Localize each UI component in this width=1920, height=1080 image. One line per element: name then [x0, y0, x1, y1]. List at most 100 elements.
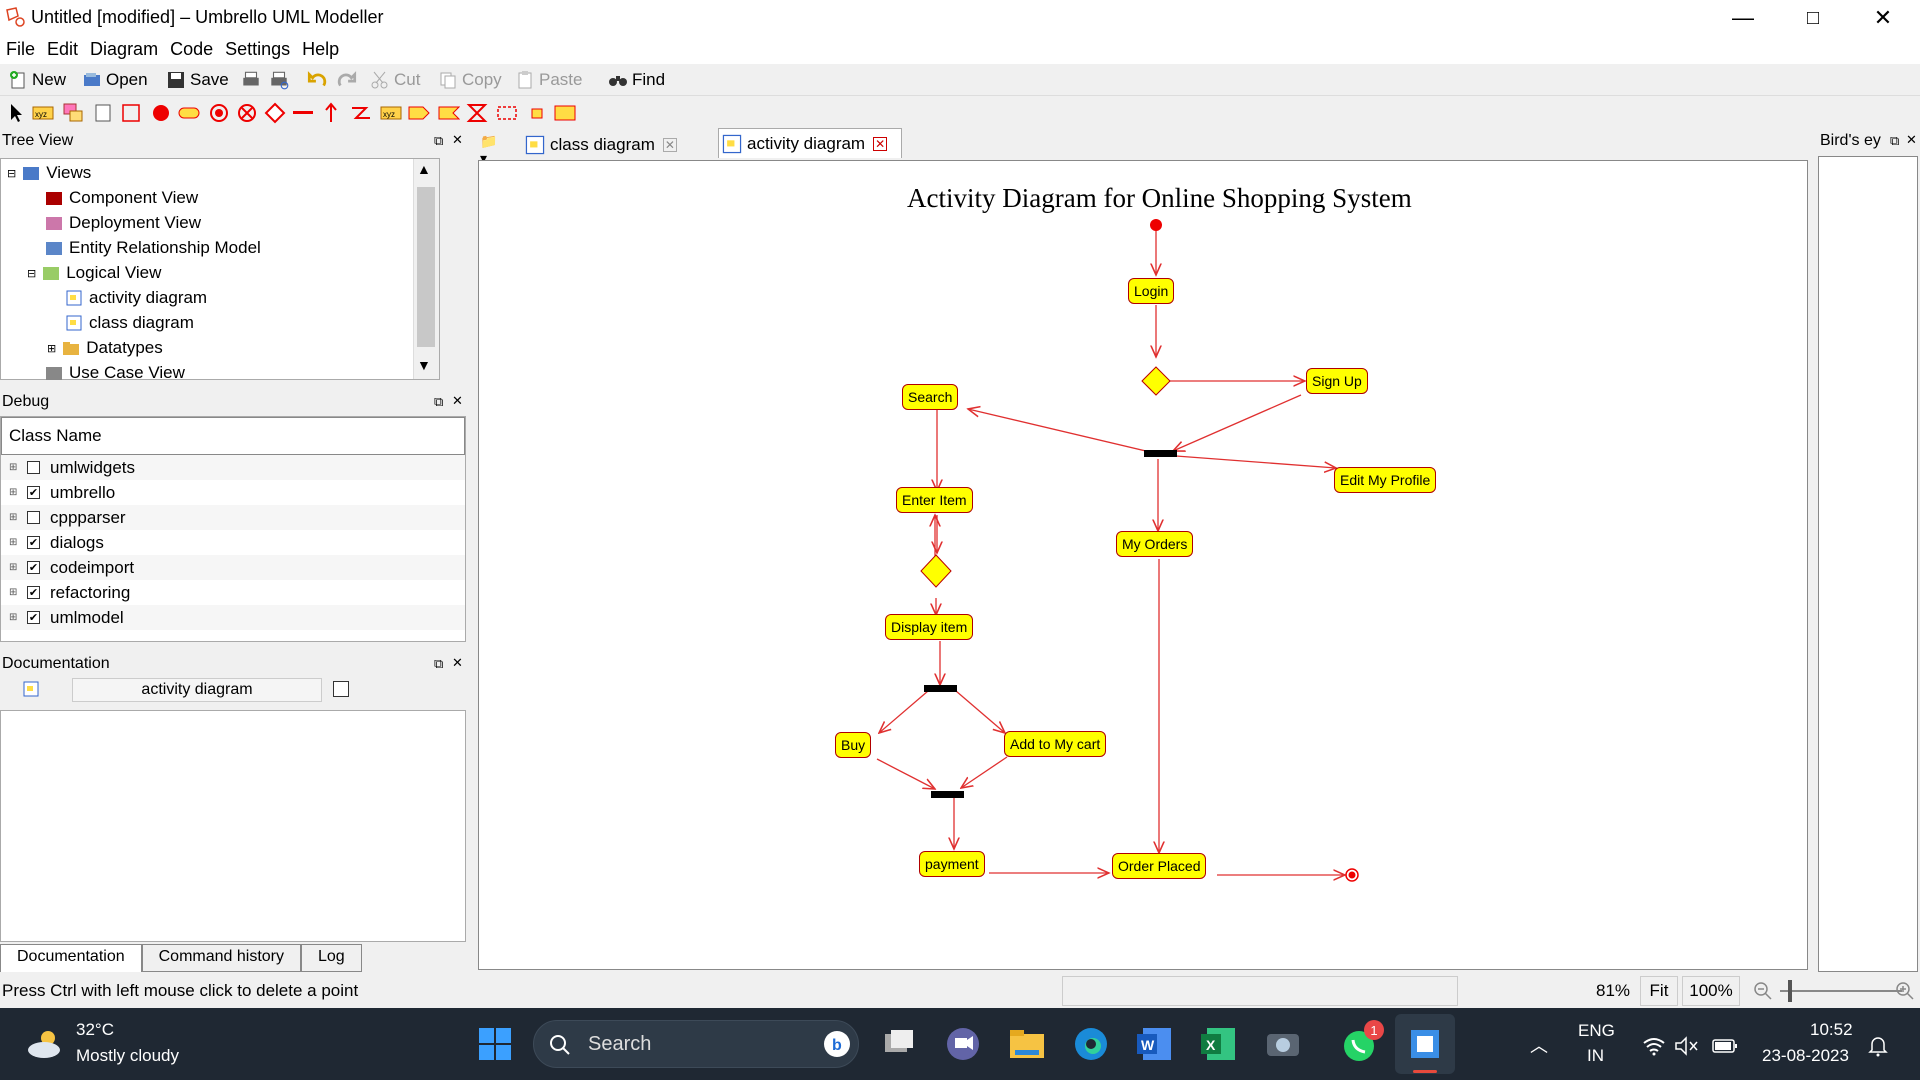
find-button[interactable]: Find: [608, 68, 665, 92]
camera-icon[interactable]: [1261, 1022, 1305, 1066]
object-node-icon[interactable]: xyz: [380, 102, 402, 124]
exception-icon[interactable]: [350, 102, 372, 124]
new-diagram-tab-icon[interactable]: 📁▾: [480, 133, 498, 166]
teams-chat-icon[interactable]: [941, 1022, 985, 1066]
end-activity-icon[interactable]: [208, 102, 230, 124]
class-name-header[interactable]: Class Name: [1, 417, 465, 455]
activity-payment[interactable]: payment: [919, 851, 985, 877]
whatsapp-icon[interactable]: [1337, 1022, 1381, 1066]
undo-icon[interactable]: [306, 68, 328, 92]
paste-button[interactable]: Paste: [515, 68, 582, 92]
activity-sign-up[interactable]: Sign Up: [1306, 368, 1368, 394]
language-code[interactable]: ENG: [1578, 1021, 1615, 1040]
cloud-weather-icon[interactable]: [26, 1028, 66, 1060]
tree-item-logical-view[interactable]: ⊟ Logical View: [27, 263, 162, 282]
activity-search[interactable]: Search: [902, 384, 959, 410]
tab-activity-diagram[interactable]: activity diagram ✕: [718, 128, 903, 158]
debug-row[interactable]: ⊞cppparser: [1, 505, 465, 530]
zoom-out-icon[interactable]: [1752, 980, 1774, 1002]
wifi-icon[interactable]: [1642, 1036, 1666, 1056]
word-icon[interactable]: W: [1133, 1022, 1177, 1066]
anchor-icon[interactable]: [92, 102, 114, 124]
menu-help[interactable]: Help: [302, 39, 340, 59]
tree-scrollbar[interactable]: ▲ ▼: [413, 159, 439, 379]
tree-item-activity-diagram[interactable]: activity diagram: [65, 286, 207, 310]
scroll-up-icon[interactable]: ▲: [417, 161, 431, 177]
copy-button[interactable]: Copy: [438, 68, 502, 92]
activity-enter-item[interactable]: Enter Item: [896, 487, 973, 513]
fork-bar[interactable]: [1144, 450, 1177, 457]
zoom-in-icon[interactable]: [1894, 980, 1916, 1002]
zoom-100-button[interactable]: 100%: [1682, 976, 1740, 1006]
tree-view-close-icon[interactable]: ✕: [452, 132, 463, 147]
file-explorer-icon[interactable]: [1005, 1022, 1049, 1066]
collapse-icon[interactable]: ⊟: [27, 267, 37, 280]
cut-button[interactable]: Cut: [370, 68, 420, 92]
send-signal-icon[interactable]: [408, 102, 430, 124]
tree-item-use-case-view[interactable]: Use Case View: [45, 361, 185, 385]
print-icon[interactable]: [240, 68, 262, 92]
activity-order-placed[interactable]: Order Placed: [1112, 853, 1207, 879]
tab-log[interactable]: Log: [301, 944, 362, 972]
activity-login[interactable]: Login: [1128, 278, 1175, 304]
activity-display-item[interactable]: Display item: [885, 614, 974, 640]
final-activity-icon[interactable]: [236, 102, 258, 124]
checkbox[interactable]: ✔: [27, 486, 40, 499]
menu-code[interactable]: Code: [170, 39, 214, 59]
tab-documentation[interactable]: Documentation: [0, 944, 142, 972]
note-icon[interactable]: [62, 102, 84, 124]
tree-item-class-diagram[interactable]: class diagram: [65, 311, 194, 335]
clock-date[interactable]: 23-08-2023: [1762, 1046, 1849, 1065]
tree-item-datatypes[interactable]: ⊞ Datatypes: [47, 338, 163, 357]
checkbox[interactable]: [27, 511, 40, 524]
zoom-slider-handle[interactable]: [1788, 980, 1792, 1002]
debug-float-icon[interactable]: ⧉: [434, 394, 444, 409]
menu-settings[interactable]: Settings: [225, 39, 291, 59]
activity-buy[interactable]: Buy: [835, 732, 872, 758]
documentation-float-icon[interactable]: ⧉: [434, 656, 444, 671]
debug-row[interactable]: ⊞✔umbrello: [9, 482, 116, 502]
notification-bell-icon[interactable]: [1866, 1034, 1890, 1058]
tree-view-float-icon[interactable]: ⧉: [434, 133, 444, 148]
documentation-textarea[interactable]: [0, 710, 466, 942]
checkbox[interactable]: ✔: [27, 536, 40, 549]
battery-icon[interactable]: [1712, 1038, 1738, 1054]
collapse-icon[interactable]: ⊟: [7, 167, 17, 180]
accept-signal-icon[interactable]: [438, 102, 460, 124]
umbrello-taskbar-button[interactable]: [1395, 1014, 1455, 1074]
scroll-down-icon[interactable]: ▼: [417, 357, 431, 373]
excel-icon[interactable]: X: [1197, 1022, 1241, 1066]
box-icon[interactable]: [120, 102, 142, 124]
bing-icon[interactable]: b: [822, 1029, 852, 1059]
pin-icon[interactable]: [526, 102, 548, 124]
print-preview-icon[interactable]: [268, 68, 290, 92]
fork-bar[interactable]: [924, 685, 957, 692]
clock-time[interactable]: 10:52: [1810, 1020, 1853, 1039]
join-bar[interactable]: [931, 791, 964, 798]
partition-icon[interactable]: [554, 102, 576, 124]
language-region[interactable]: IN: [1587, 1046, 1604, 1065]
select-arrow-icon[interactable]: [6, 102, 28, 124]
checkbox[interactable]: [27, 461, 40, 474]
zoom-slider[interactable]: [1780, 990, 1902, 992]
redo-icon[interactable]: [336, 68, 358, 92]
taskbar-search[interactable]: Search b: [533, 1020, 859, 1068]
weather-desc[interactable]: Mostly cloudy: [76, 1046, 179, 1065]
decision-node[interactable]: [1141, 366, 1171, 396]
expand-icon[interactable]: ⊞: [47, 342, 57, 355]
menu-file[interactable]: File: [6, 39, 36, 59]
checkbox[interactable]: ✔: [27, 611, 40, 624]
birds-eye-view[interactable]: [1818, 156, 1918, 972]
close-tab-icon[interactable]: ✕: [873, 136, 888, 151]
debug-row[interactable]: ⊞✔umlmodel: [1, 605, 465, 630]
arrow-up-icon[interactable]: [320, 102, 342, 124]
activity-edit-profile[interactable]: Edit My Profile: [1334, 467, 1437, 493]
menu-diagram[interactable]: Diagram: [90, 39, 159, 59]
debug-row[interactable]: ⊞✔refactoring: [9, 582, 131, 602]
new-button[interactable]: New: [8, 68, 66, 92]
scroll-thumb[interactable]: [417, 187, 435, 347]
minimize-button[interactable]: —: [1732, 5, 1754, 30]
edge-browser-icon[interactable]: [1069, 1022, 1113, 1066]
close-tab-icon[interactable]: ✕: [662, 138, 677, 152]
activity-icon[interactable]: [178, 102, 200, 124]
